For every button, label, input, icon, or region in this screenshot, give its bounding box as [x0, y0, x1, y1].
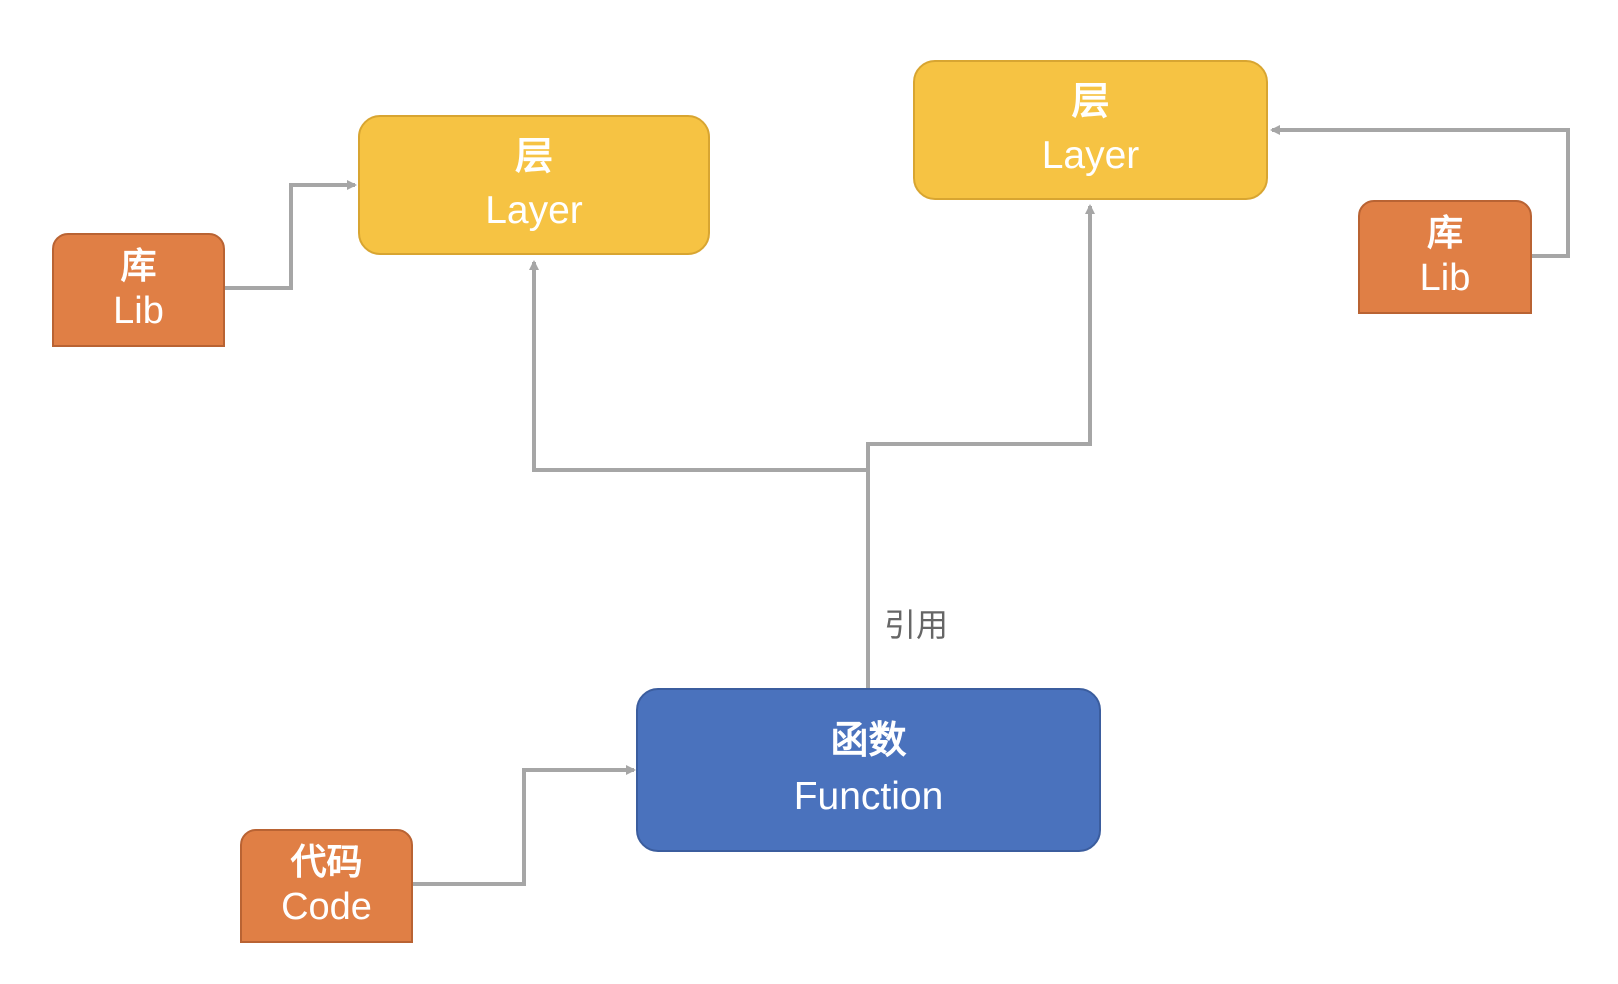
code-label-en: Code	[281, 885, 372, 928]
layer-label-en: Layer	[485, 189, 583, 233]
layer-box-left: 层 Layer	[358, 115, 710, 255]
connector-function-to-left-layer	[529, 260, 870, 688]
layer-label-zh: 层	[514, 133, 553, 178]
layer-label-en: Layer	[1041, 134, 1140, 178]
connector-right-lib-to-right-layer	[1270, 125, 1570, 258]
code-box: 代码 Code	[240, 829, 413, 943]
code-label-zh: 代码	[290, 841, 363, 883]
connector-code-to-function	[411, 765, 636, 886]
layer-label-zh: 层	[1071, 78, 1110, 123]
lib-label-zh: 库	[120, 245, 157, 287]
lib-label-en: Lib	[113, 289, 164, 332]
function-label-zh: 函数	[830, 717, 907, 762]
connector-function-to-right-layer	[866, 204, 1095, 688]
lib-label-en: Lib	[1419, 256, 1471, 299]
lib-box-right: 库 Lib	[1358, 200, 1532, 314]
lib-box-left: 库 Lib	[52, 233, 225, 347]
reference-edge-label: 引用	[884, 606, 949, 644]
layer-box-right: 层 Layer	[913, 60, 1268, 200]
connector-left-lib-to-left-layer	[224, 180, 357, 290]
lib-label-zh: 库	[1426, 212, 1463, 254]
function-box: 函数 Function	[636, 688, 1101, 852]
function-label-en: Function	[793, 775, 944, 819]
